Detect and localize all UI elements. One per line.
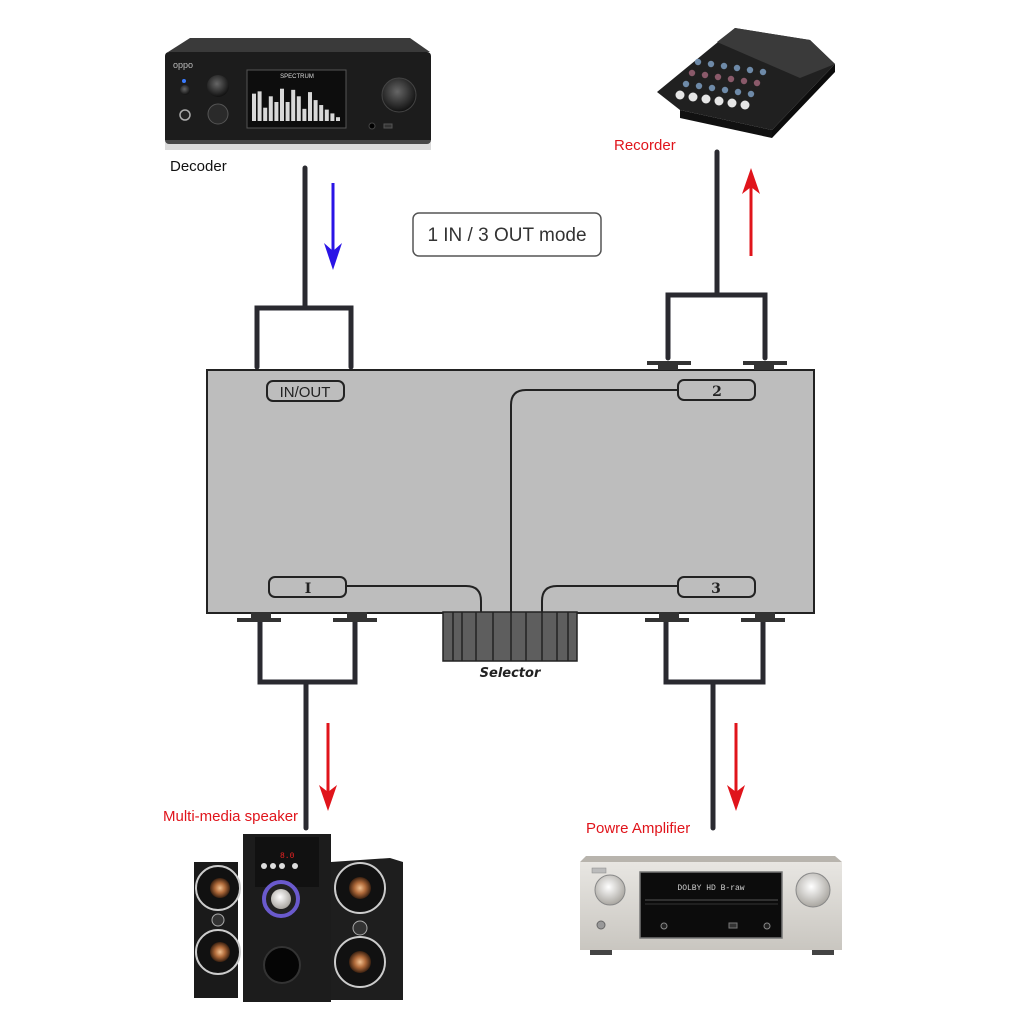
mixer-knob-icon <box>746 66 754 74</box>
mixer-knob-icon <box>707 60 715 68</box>
port-2-connectors <box>647 361 787 370</box>
mixer-knob-icon <box>675 90 685 100</box>
selector-knob[interactable] <box>442 611 578 662</box>
source-knob-icon <box>207 75 229 97</box>
spectrum-bar <box>313 100 318 121</box>
amplifier-device: DOLBY HD B-raw <box>580 856 842 955</box>
selector-label: Selector <box>480 666 542 681</box>
mode-badge: 1 IN / 3 OUT mode <box>412 212 602 257</box>
port-3-label: 3 <box>711 581 721 597</box>
port-3-connectors <box>645 612 785 622</box>
mixer-knob-icon <box>727 75 735 83</box>
recorder-cable <box>665 149 768 361</box>
mixer-knob-icon <box>727 98 737 108</box>
spectrum-bar <box>324 109 329 121</box>
spectrum-bar <box>336 117 340 121</box>
port-1-connectors <box>237 612 377 622</box>
xlr-jack-icon <box>207 103 229 125</box>
spectrum-bar <box>308 92 312 121</box>
mixer-knob-icon <box>720 62 728 70</box>
mixer-knob-icon <box>701 71 709 79</box>
spectrum-bar <box>330 113 335 121</box>
mixer-knob-icon <box>714 96 724 106</box>
mixer-knob-icon <box>759 68 767 76</box>
headphone-jack-icon <box>179 109 191 121</box>
amplifier-label: Powre Amplifier <box>586 820 690 837</box>
port-1: I <box>268 576 347 598</box>
speaker-cable <box>257 619 358 831</box>
spectrum-bar <box>263 107 268 121</box>
speaker-device: 8.0 <box>194 834 403 1002</box>
spectrum-bar <box>257 91 262 121</box>
amplifier-display: DOLBY HD B-raw <box>677 884 744 893</box>
port-2-label: 2 <box>712 384 722 400</box>
svg-text:8.0: 8.0 <box>280 852 295 861</box>
mixer-knob-icon <box>682 80 690 88</box>
mixer-knob-icon <box>694 58 702 66</box>
mixer-knobs <box>675 58 767 110</box>
mixer-knob-icon <box>721 86 729 94</box>
recorder-label: Recorder <box>614 137 676 154</box>
volume-knob-icon <box>381 77 417 113</box>
spectrum-bar <box>252 93 256 121</box>
recorder-device <box>657 28 835 138</box>
decoder-cable <box>254 165 354 370</box>
mixer-knob-icon <box>701 94 711 104</box>
port-1-label: I <box>305 581 312 597</box>
power-button-icon <box>180 85 190 95</box>
mixer-knob-icon <box>708 84 716 92</box>
mixer-knob-icon <box>714 73 722 81</box>
decoder-label: Decoder <box>170 158 227 175</box>
spectrum-bar <box>274 102 279 121</box>
spectrum-bar <box>319 105 324 121</box>
mixer-knob-icon <box>740 100 750 110</box>
port-inout-label: IN/OUT <box>280 384 331 401</box>
power-led-icon <box>182 79 186 83</box>
decoder-brand: oppo <box>173 60 193 70</box>
decoder-device: oppo SPECTRUM <box>165 38 431 150</box>
spectrum-bar <box>296 96 301 121</box>
mode-text: 1 IN / 3 OUT mode <box>427 225 586 246</box>
spectrum-bar <box>291 89 296 121</box>
mixer-knob-icon <box>740 77 748 85</box>
spectrum-bar <box>285 102 290 121</box>
mixer-knob-icon <box>747 90 755 98</box>
mixer-knob-icon <box>695 82 703 90</box>
spectrum-bar <box>280 88 284 121</box>
screen-title: SPECTRUM <box>280 74 314 80</box>
mixer-knob-icon <box>688 92 698 102</box>
mixer-knob-icon <box>734 88 742 96</box>
switch-box <box>206 369 815 614</box>
spectrum-bars <box>252 88 340 121</box>
speaker-output-arrow <box>319 723 337 811</box>
amplifier-cable <box>663 619 766 831</box>
speaker-label: Multi-media speaker <box>163 808 298 825</box>
mixer-knob-icon <box>688 69 696 77</box>
mixer-knob-icon <box>733 64 741 72</box>
port-2: 2 <box>677 379 756 401</box>
spectrum-bar <box>268 96 273 121</box>
input-arrow <box>324 183 342 270</box>
spectrum-bar <box>302 108 307 121</box>
mixer-knob-icon <box>753 79 761 87</box>
amplifier-output-arrow <box>727 723 745 811</box>
port-inout: IN/OUT <box>266 380 345 402</box>
recorder-output-arrow <box>742 168 760 256</box>
port-3: 3 <box>677 576 756 598</box>
